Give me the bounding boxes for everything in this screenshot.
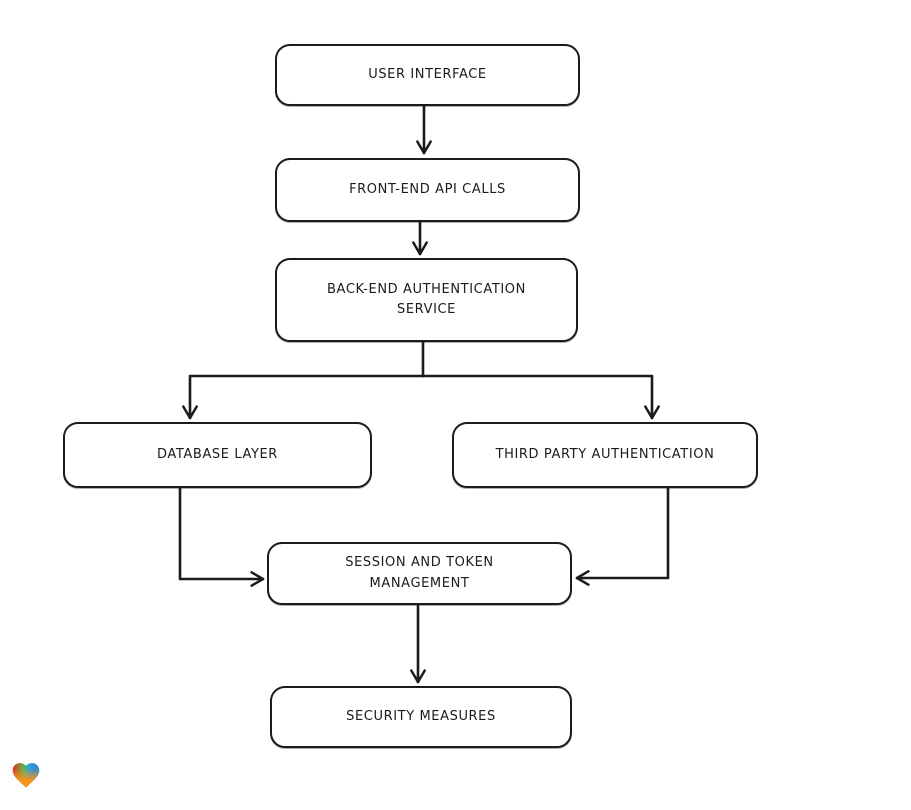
node-session-and-token-management[interactable]: SESSION AND TOKEN MANAGEMENT <box>267 542 572 605</box>
node-label: USER INTERFACE <box>368 66 487 82</box>
node-back-end-authentication-service[interactable]: BACK-END AUTHENTICATION SERVICE <box>275 258 578 342</box>
heart-logo-icon <box>12 763 40 788</box>
edge-backend-to-thirdparty <box>421 374 660 420</box>
node-label: SECURITY MEASURES <box>346 708 496 724</box>
node-user-interface[interactable]: USER INTERFACE <box>275 44 580 106</box>
edge-thirdparty-to-session <box>575 485 670 586</box>
node-label: THIRD PARTY AUTHENTICATION <box>495 446 715 462</box>
node-label: SESSION AND TOKEN MANAGEMENT <box>345 555 494 591</box>
node-label: DATABASE LAYER <box>157 446 278 462</box>
node-third-party-authentication[interactable]: THIRD PARTY AUTHENTICATION <box>452 422 758 488</box>
node-security-measures[interactable]: SECURITY MEASURES <box>270 686 572 748</box>
node-label: FRONT-END API CALLS <box>349 181 506 197</box>
node-front-end-api-calls[interactable]: FRONT-END API CALLS <box>275 158 580 222</box>
edge-backend-to-database <box>182 374 425 420</box>
heart-logo[interactable] <box>9 759 43 791</box>
node-label: BACK-END AUTHENTICATION SERVICE <box>327 281 526 317</box>
edge-database-to-session <box>178 485 265 587</box>
node-database-layer[interactable]: DATABASE LAYER <box>63 422 372 488</box>
